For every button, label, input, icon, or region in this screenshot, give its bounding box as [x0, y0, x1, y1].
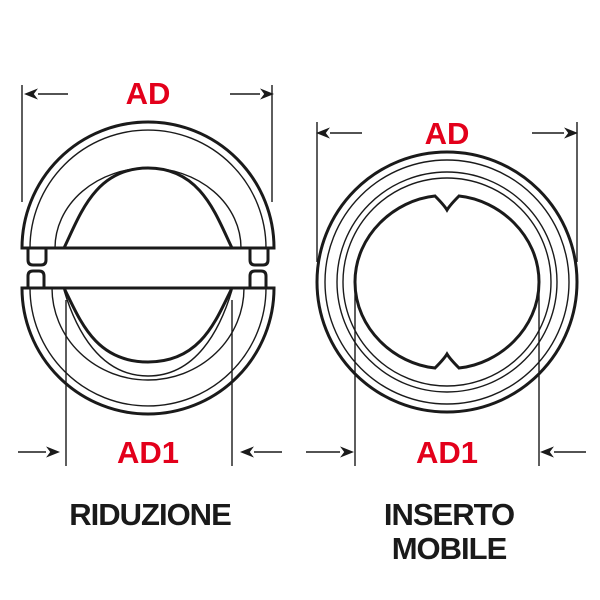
riduzione-ad-label: AD [126, 76, 171, 111]
inserto-ad-label: AD [425, 116, 470, 151]
inserto-caption-line1: INSERTO [384, 497, 514, 532]
riduzione-ad1-label: AD1 [117, 435, 179, 470]
riduzione-bottom-half [20, 269, 276, 416]
inserto-dimensions [306, 122, 586, 466]
riduzione-dimensions [18, 85, 282, 466]
inserto-caption-line2: MOBILE [392, 531, 507, 566]
riduzione-caption: RIDUZIONE [69, 497, 231, 532]
inserto-mobile-ring [315, 150, 579, 414]
riduzione-top-half [20, 120, 276, 267]
inserto-ad1-label: AD1 [416, 435, 478, 470]
